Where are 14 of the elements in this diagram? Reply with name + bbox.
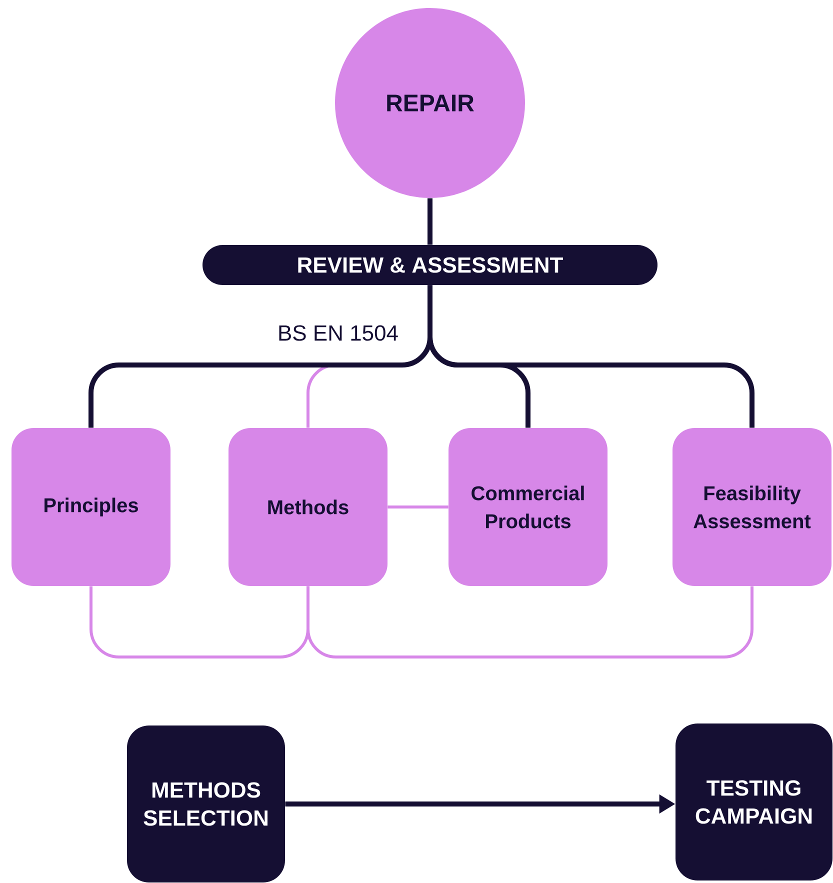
circle-node: REPAIR [335, 8, 525, 198]
process-box: TESTING CAMPAIGN [676, 724, 832, 880]
process-box: Commercial Products [448, 428, 608, 586]
banner: REVIEW & ASSESSMENT [202, 245, 658, 285]
connector [388, 506, 448, 508]
connector [428, 198, 432, 245]
standard-label: BS EN 1504 [279, 325, 398, 341]
process-box: Methods [228, 428, 388, 586]
process-box: Principles [12, 428, 170, 586]
connector [90, 586, 310, 658]
connector [428, 285, 754, 428]
process-box: METHODS SELECTION [127, 726, 285, 882]
connector [306, 586, 754, 658]
process-box: Feasibility Assessment [672, 428, 832, 586]
